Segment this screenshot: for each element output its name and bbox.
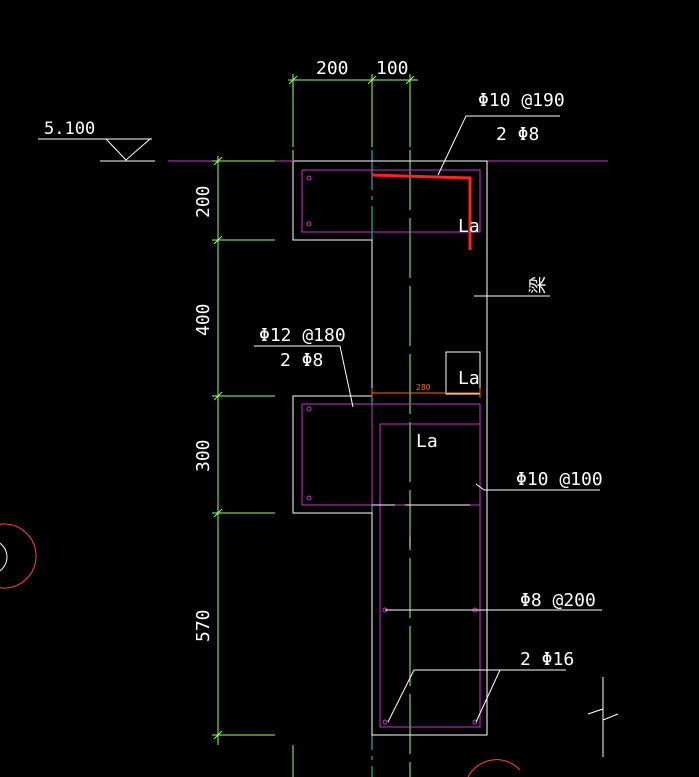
elevation-marker: 5.100: [38, 119, 155, 162]
left-dimension: [212, 156, 275, 745]
stirrup-label: Φ10 @100: [516, 469, 603, 490]
dim-top-100: 100: [376, 58, 409, 79]
callout-top-text-1: Φ10 @190: [478, 90, 565, 111]
anchorage-detail: [371, 351, 481, 398]
break-line: [587, 677, 619, 757]
callout-top-text-2: 2 Φ8: [496, 124, 539, 145]
grid-lines: [292, 150, 411, 777]
small-dim-280: 280: [416, 383, 431, 392]
callout-mid-text-1: Φ12 @180: [259, 325, 346, 346]
elevation-label: 5.100: [44, 119, 95, 139]
top-dimension: [288, 74, 418, 147]
stirrup-2-label: Φ8 @200: [520, 590, 596, 611]
callout-main-bars: [387, 669, 566, 723]
la-label-3: La: [416, 431, 438, 452]
construction-marks: [372, 504, 470, 547]
callout-mid: [254, 345, 354, 408]
highlighted-bar: [371, 173, 472, 250]
dim-side-570: 570: [193, 609, 214, 642]
dim-top-200: 200: [316, 58, 349, 79]
beam-label: 梁: [528, 276, 549, 294]
bottom-circle-fragment: [467, 759, 521, 777]
dim-side-400: 400: [193, 303, 214, 336]
main-bars-label: 2 Φ16: [520, 649, 574, 670]
rebar-outlines: [301, 169, 481, 728]
callout-stirrup: [475, 483, 600, 491]
dim-side-200: 200: [193, 185, 214, 218]
callout-top: [437, 115, 560, 176]
la-label-1: La: [458, 216, 480, 237]
dim-side-300: 300: [193, 439, 214, 472]
rebar-dots: [306, 175, 478, 725]
la-label-2: La: [458, 368, 480, 389]
detail-marker-circle: [0, 523, 37, 589]
callout-mid-text-2: 2 Φ8: [280, 350, 323, 371]
section-outline: [292, 160, 488, 736]
